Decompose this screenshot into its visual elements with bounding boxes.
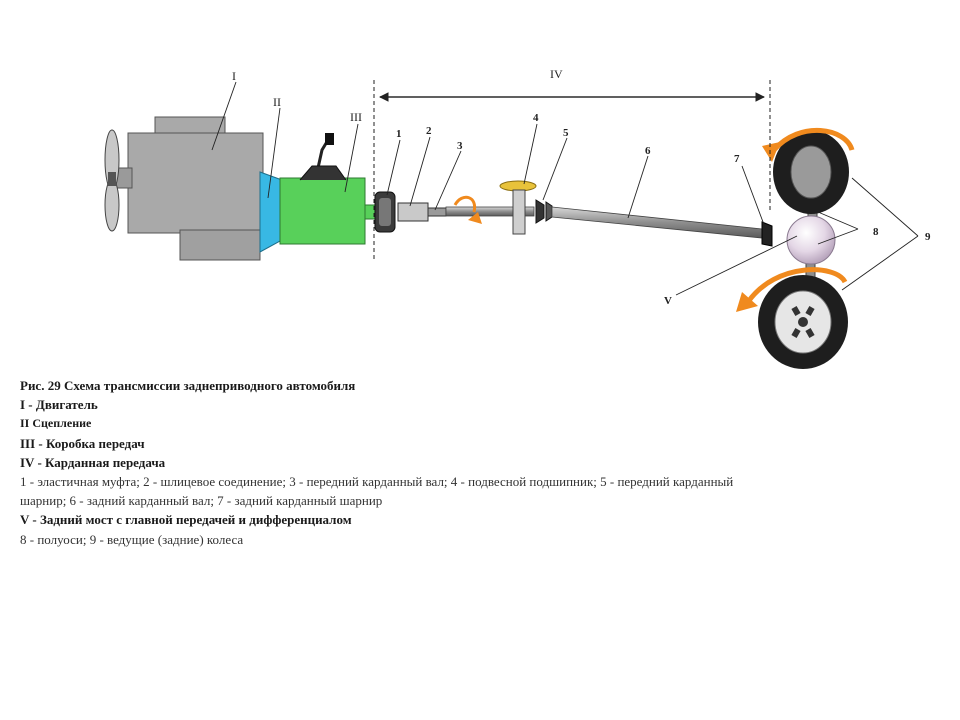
dimension-iv [373,80,771,260]
caption-parts-2: шарнир; 6 - задний карданный вал; 7 - за… [20,493,383,509]
engine [111,116,264,261]
caption-line-rear-axle: V - Задний мост с главной передачей и ди… [20,512,352,528]
front-universal-joint [535,199,553,224]
transmission-diagram: I II III IV V 1 2 3 4 5 6 7 8 9 [104,67,931,369]
label-6: 6 [645,145,651,157]
caption-line-driveline: IV - Карданная передача [20,454,166,470]
rear-wheel-top [773,130,849,214]
label-III: III [350,110,362,124]
label-1: 1 [396,128,402,140]
label-4: 4 [533,112,539,124]
caption-line-clutch: II Сцепление [20,416,92,431]
label-IV: IV [550,67,563,81]
rotation-arrow-icon [453,195,482,224]
spline-joint [397,202,447,222]
rotation-arrow-top-icon [762,127,855,162]
rear-wheel-bottom [758,275,848,369]
suspension-bearing [499,180,537,235]
label-3: 3 [457,140,463,152]
gearbox [279,177,381,245]
gear-lever-icon [299,133,347,181]
leader-lines [211,81,919,296]
label-V: V [664,295,672,307]
label-9: 9 [925,231,931,243]
fan-icon [104,129,120,232]
label-7: 7 [734,153,740,165]
figure-caption: Рис. 29 Схема трансмиссии заднеприводног… [20,376,950,549]
elastic-coupling [374,191,396,233]
label-5: 5 [563,127,569,139]
caption-line-engine: I - Двигатель [20,397,98,413]
caption-line-gearbox: III - Коробка передач [20,435,145,451]
front-driveshaft [445,206,535,217]
label-II: II [273,95,281,109]
clutch [259,171,283,253]
caption-parts-3: 8 - полуоси; 9 - ведущие (задние) колеса [20,531,244,547]
label-2: 2 [426,125,432,137]
caption-parts-1: 1 - эластичная муфта; 2 - шлицевое соеди… [20,474,734,490]
label-8: 8 [873,226,879,238]
rear-driveshaft [551,206,763,239]
caption-title: Рис. 29 Схема трансмиссии заднеприводног… [20,378,356,393]
label-I: I [232,69,236,83]
rear-universal-joint [761,221,773,247]
rotation-arrow-bottom-icon [736,267,848,312]
